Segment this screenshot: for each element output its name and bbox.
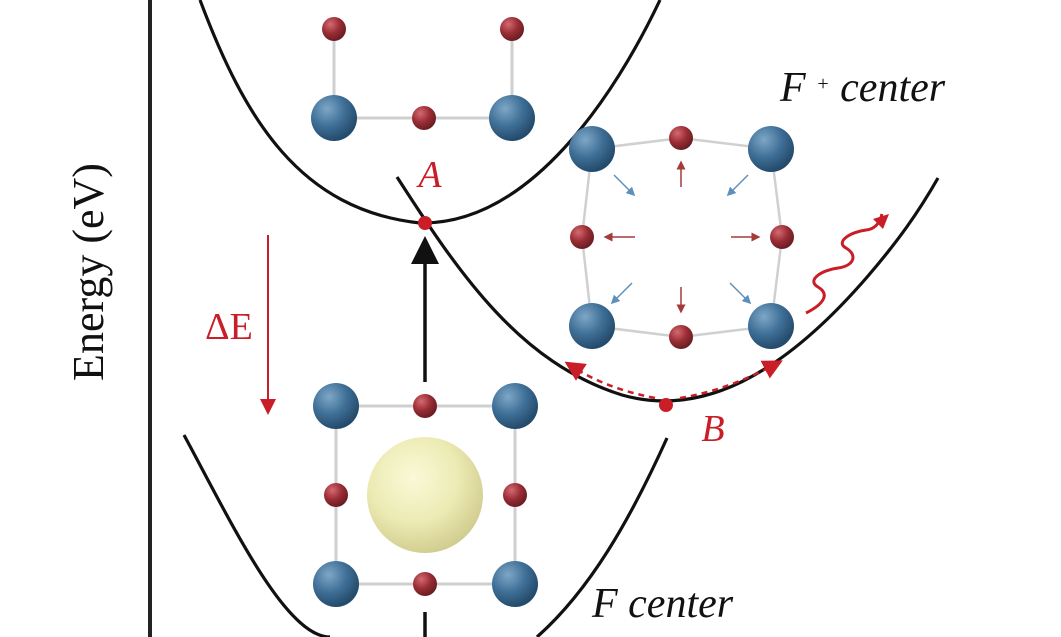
- relaxed-cation-right: [770, 225, 794, 249]
- top-anion-left: [311, 95, 357, 141]
- relaxation-arrow-bottom-right: [729, 282, 752, 305]
- ground-state-curve-left: [182, 434, 331, 637]
- relaxed-lattice: [569, 126, 794, 349]
- emission-wavy-arrow: [805, 213, 884, 315]
- bottom-cation-left: [324, 483, 348, 507]
- relaxation-dashed-arrow-left: [564, 361, 656, 400]
- relaxed-anion-bottom-right: [748, 303, 794, 349]
- relaxed-cation-top: [669, 126, 693, 150]
- bottom-cation-bottom: [413, 572, 437, 596]
- delta-e-label: ΔE: [205, 306, 253, 348]
- top-anion-right: [489, 95, 535, 141]
- relaxed-anion-bottom-left: [569, 303, 615, 349]
- top-cation-left: [322, 17, 346, 41]
- point-a-label: A: [415, 154, 442, 196]
- bottom-anion-bottom-left: [313, 561, 359, 607]
- relaxed-state-curve: [395, 176, 940, 403]
- energy-axis-label: Energy (eV): [64, 163, 113, 381]
- bottom-anion-bottom-right: [492, 561, 538, 607]
- f-center-label: F center: [591, 581, 734, 627]
- bottom-anion-top-left: [313, 383, 359, 429]
- point-b-marker: [659, 398, 673, 412]
- top-cation-center: [412, 106, 436, 130]
- relaxation-arrow-bottom-left: [610, 282, 633, 305]
- top-cation-right: [500, 17, 524, 41]
- point-b-label: B: [701, 408, 724, 450]
- bottom-anion-top-right: [492, 383, 538, 429]
- bottom-lattice: [313, 383, 538, 607]
- relaxed-anion-top-left: [569, 126, 615, 172]
- bottom-cation-top: [413, 394, 437, 418]
- ground-state-curve-right: [535, 437, 669, 637]
- f-center-vacancy-glow: [367, 437, 483, 553]
- top-lattice: [311, 17, 535, 141]
- point-a-marker: [418, 216, 432, 230]
- relaxed-cation-left: [570, 225, 594, 249]
- emission-arrow-head: [873, 214, 889, 229]
- relaxed-anion-top-right: [748, 126, 794, 172]
- relaxed-cation-bottom: [669, 325, 693, 349]
- f-plus-center-label: F + center: [779, 65, 946, 111]
- bottom-cation-right: [503, 483, 527, 507]
- relaxation-arrow-top-left: [613, 174, 636, 197]
- relaxation-arrow-top-right: [726, 174, 749, 197]
- relaxation-dashed-arrow-right: [679, 360, 783, 400]
